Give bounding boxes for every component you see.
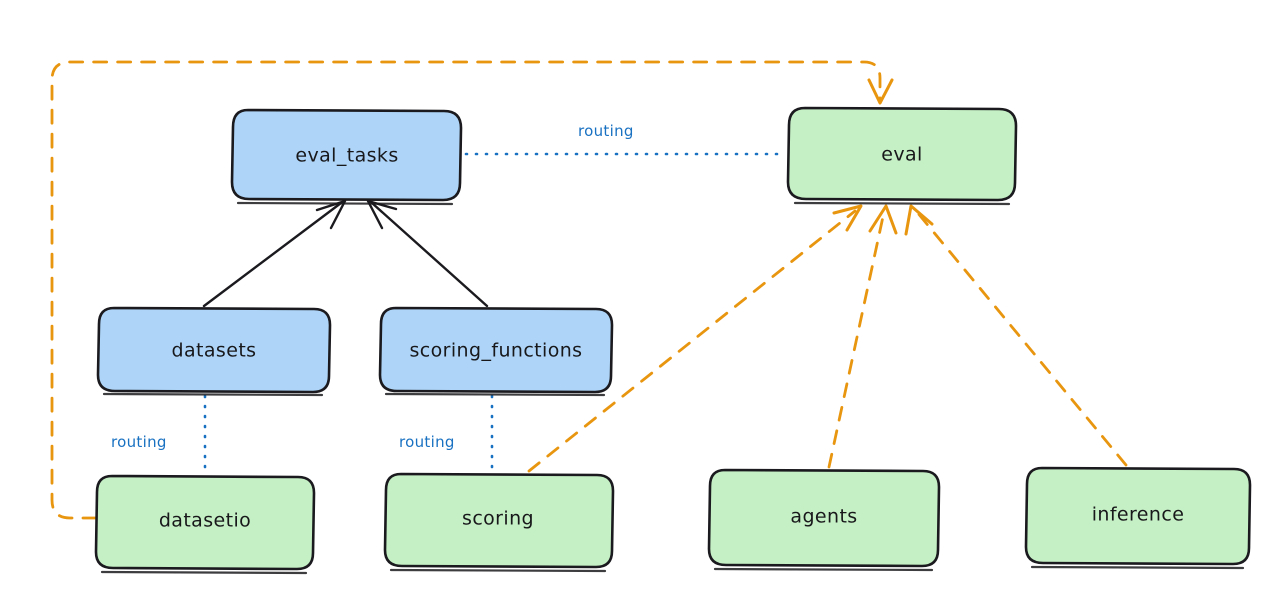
dependency-edges-group: [50, 60, 1128, 520]
node-scoring[interactable]: scoring: [383, 472, 615, 573]
edge-label-routing-scoring: routing: [399, 433, 455, 451]
node-agents[interactable]: agents: [707, 468, 941, 572]
node-scoring-functions-box: [378, 306, 614, 394]
edge-datasets-eval-tasks-path: [202, 201, 343, 308]
edge-scoring-eval[interactable]: [527, 204, 863, 473]
edge-inference-eval-path: [915, 210, 1128, 467]
node-datasets-label: datasets: [172, 340, 257, 362]
node-agents-label: agents: [790, 506, 857, 528]
node-eval-box: [786, 106, 1018, 202]
edge-scoring-functions-eval-tasks[interactable]: [366, 199, 489, 308]
edge-scoring-eval-arrowhead: [832, 204, 863, 232]
node-datasets[interactable]: datasets: [96, 306, 332, 397]
node-datasets-shadow: [102, 392, 324, 397]
node-eval-shadow: [793, 201, 1011, 206]
edge-scoring-eval-path: [527, 209, 857, 473]
node-scoring-box: [383, 472, 615, 569]
node-scoring-label: scoring: [462, 508, 534, 530]
edge-label-routing-top: routing: [578, 122, 634, 140]
node-agents-box: [707, 468, 941, 568]
node-eval[interactable]: eval: [786, 106, 1018, 206]
node-scoring-functions-shadow: [384, 392, 606, 397]
node-scoring-functions[interactable]: scoring_functions: [378, 306, 614, 397]
node-scoring-functions-label: scoring_functions: [410, 340, 583, 362]
node-datasetio-shadow: [100, 570, 308, 575]
edge-agents-eval-path: [827, 210, 886, 469]
node-inference-label: inference: [1092, 504, 1185, 526]
node-eval-tasks[interactable]: eval_tasks: [230, 108, 463, 206]
node-inference-box: [1024, 466, 1252, 566]
node-scoring-shadow: [389, 568, 607, 573]
node-eval-tasks-label: eval_tasks: [295, 145, 398, 167]
node-datasets-box: [96, 306, 332, 394]
node-eval-label: eval: [881, 144, 922, 166]
edge-datasets-eval-tasks[interactable]: [202, 199, 347, 308]
node-inference-shadow: [1030, 565, 1245, 570]
edge-labels-group: routing routing routing: [111, 122, 634, 451]
node-eval-tasks-shadow: [236, 201, 454, 206]
edge-datasetio-eval[interactable]: [50, 60, 894, 520]
edge-scoring-functions-eval-tasks-arrowhead: [366, 199, 398, 230]
node-inference[interactable]: inference: [1024, 466, 1252, 570]
node-eval-tasks-box: [230, 108, 463, 202]
edge-agents-eval-arrowhead: [868, 204, 898, 235]
node-datasetio-label: datasetio: [159, 510, 251, 532]
edge-scoring-functions-eval-tasks-path: [370, 201, 489, 308]
edge-label-routing-datasets: routing: [111, 433, 167, 451]
node-agents-shadow: [713, 567, 934, 572]
node-datasetio[interactable]: datasetio: [94, 474, 316, 575]
edge-datasets-eval-tasks-arrowhead: [315, 199, 347, 230]
inherit-edges-group: [202, 199, 489, 308]
edge-datasetio-eval-arrowhead: [867, 78, 894, 105]
routing-edges-group: [203, 152, 786, 474]
edge-inference-eval[interactable]: [904, 204, 1128, 467]
edge-inference-eval-arrowhead: [904, 204, 934, 236]
edge-agents-eval[interactable]: [827, 204, 898, 469]
edge-datasetio-eval-path: [50, 60, 882, 520]
node-datasetio-box: [94, 474, 316, 571]
